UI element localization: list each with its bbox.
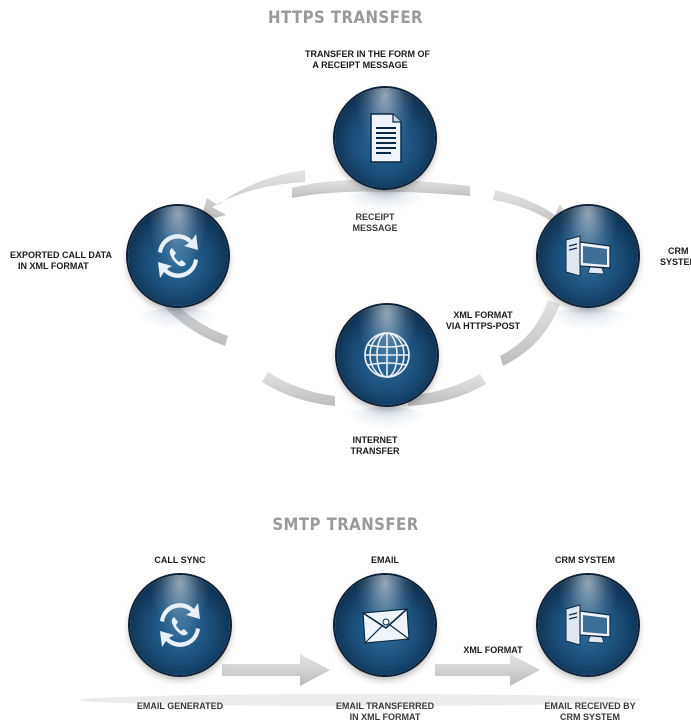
email-transferred-line1: EMAIL TRANSFERRED bbox=[335, 701, 435, 711]
exported-line1: EXPORTED CALL DATA bbox=[10, 250, 113, 260]
email-node bbox=[335, 575, 435, 675]
internet-node bbox=[337, 305, 437, 429]
arrow-crm-to-internet bbox=[500, 300, 560, 366]
email-received-label: EMAIL RECEIVED BY CRM SYSTEM bbox=[525, 701, 655, 723]
xml-line1: XML FORMAT bbox=[453, 310, 513, 320]
email-transferred-label: EMAIL TRANSFERRED IN XML FORMAT bbox=[320, 701, 450, 723]
receipt-node bbox=[335, 88, 435, 212]
receipt-message-label: RECEIPT MESSAGE bbox=[350, 212, 400, 234]
document-icon bbox=[370, 113, 402, 163]
internet-line2: TRANSFER bbox=[350, 446, 400, 456]
email-received-line1: EMAIL RECEIVED BY bbox=[544, 701, 636, 711]
arrow-top-center bbox=[292, 179, 470, 198]
arrow-receipt-to-exported bbox=[200, 170, 305, 222]
envelope-icon bbox=[362, 608, 410, 644]
receipt-top-label: TRANSFER IN THE FORM OF A RECEIPT MESSAG… bbox=[305, 49, 430, 71]
crm-node bbox=[538, 206, 638, 330]
email-transferred-line2: IN XML FORMAT bbox=[349, 712, 421, 722]
xml-line2: VIA HTTPS-POST bbox=[445, 321, 521, 331]
exported-call-data-label: EXPORTED CALL DATA IN XML FORMAT bbox=[10, 250, 112, 272]
receipt-top-label-line1: TRANSFER IN THE FORM OF bbox=[305, 49, 430, 59]
sync-phone-icon bbox=[160, 603, 200, 647]
https-title: HTTPS TRANSFER bbox=[268, 8, 423, 28]
crm-line2: SYSTEM bbox=[660, 257, 691, 267]
call-sync-node bbox=[130, 575, 230, 675]
arrow-callsync-to-email bbox=[222, 654, 330, 686]
globe-icon bbox=[364, 332, 410, 378]
receipt-top-label-line2: A RECEIPT MESSAGE bbox=[312, 60, 408, 70]
crm-system-top-label: CRM SYSTEM bbox=[554, 555, 615, 565]
receipt-message-line2: MESSAGE bbox=[352, 223, 398, 233]
internet-transfer-label: INTERNET TRANSFER bbox=[345, 435, 405, 457]
xml-https-post-label: XML FORMAT VIA HTTPS-POST bbox=[438, 310, 528, 332]
computer-icon bbox=[565, 604, 611, 646]
computer-icon bbox=[565, 235, 611, 277]
email-received-line2: CRM SYSTEM bbox=[559, 712, 620, 722]
smtp-xml-format-label: XML FORMAT bbox=[463, 645, 523, 655]
sync-phone-icon bbox=[158, 234, 198, 278]
email-generated-label: EMAIL GENERATED bbox=[136, 701, 224, 711]
call-sync-label: CALL SYNC bbox=[154, 555, 206, 565]
crm-system-label: CRM SYSTEM bbox=[660, 246, 691, 268]
email-label: EMAIL bbox=[371, 555, 399, 565]
reflection-bar bbox=[80, 694, 640, 706]
exported-line2: IN XML FORMAT bbox=[18, 261, 89, 271]
arrow-bottom-left bbox=[262, 372, 335, 406]
smtp-title: SMTP TRANSFER bbox=[272, 515, 419, 535]
internet-line1: INTERNET bbox=[352, 435, 398, 445]
smtp-crm-node bbox=[538, 575, 638, 675]
crm-line1: CRM bbox=[668, 246, 689, 256]
exported-call-node bbox=[128, 206, 228, 330]
receipt-message-line1: RECEIPT bbox=[355, 212, 395, 222]
arrow-bottom-right bbox=[408, 374, 486, 406]
arrow-email-to-crm bbox=[435, 654, 540, 686]
